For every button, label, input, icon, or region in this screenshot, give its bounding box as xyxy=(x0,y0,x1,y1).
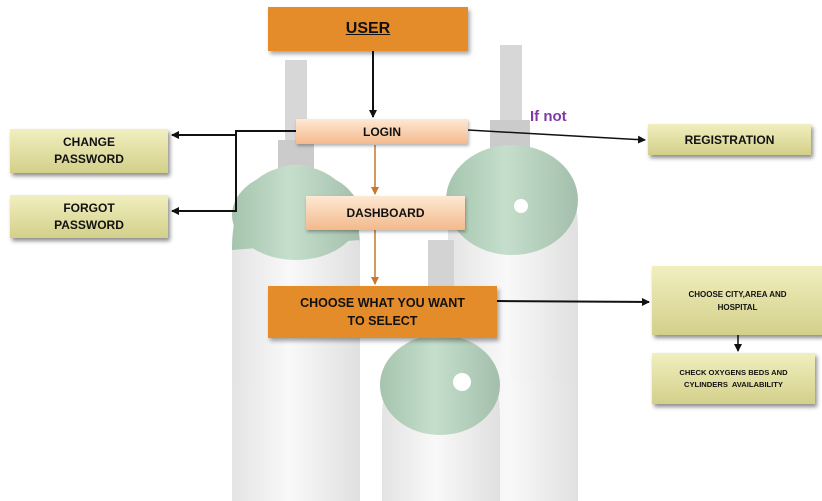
dashboard-node: DASHBOARD xyxy=(306,196,465,230)
forgot-password-node: FORGOT PASSWORD xyxy=(10,195,168,238)
check-label-line2: CYLINDERS AVAILABILITY xyxy=(684,379,783,389)
registration-label: REGISTRATION xyxy=(684,132,775,147)
city-label-line1: CHOOSE CITY,AREA AND xyxy=(688,289,787,299)
login-label: LOGIN xyxy=(363,124,401,139)
forgot-label-line1: FORGOT xyxy=(63,200,115,215)
forgot-label-line2: PASSWORD xyxy=(54,217,124,232)
change-label-line1: CHANGE xyxy=(62,135,115,149)
user-node: USER xyxy=(268,7,468,51)
user-label: USER xyxy=(345,20,391,37)
if-not-label: If not xyxy=(530,108,567,125)
check-label-line1: CHECK OXYGENS BEDS AND xyxy=(679,367,788,377)
change-password-node: CHANGE PASSWORD xyxy=(10,129,168,173)
login-node: LOGIN xyxy=(296,119,468,144)
dashboard-label: DASHBOARD xyxy=(346,206,425,220)
registration-node: REGISTRATION xyxy=(648,124,811,155)
choose-label-line1: CHOOSE WHAT YOU WANT xyxy=(300,296,465,310)
change-label-line2: PASSWORD xyxy=(54,152,124,166)
check-availability-node: CHECK OXYGENS BEDS AND CYLINDERS AVAILAB… xyxy=(652,353,815,404)
city-label-line2: HOSPITAL xyxy=(717,302,758,312)
choose-node: CHOOSE WHAT YOU WANT TO SELECT xyxy=(268,286,497,338)
choose-city-node: CHOOSE CITY,AREA AND HOSPITAL xyxy=(652,266,822,335)
choose-label-line2: TO SELECT xyxy=(347,314,418,328)
